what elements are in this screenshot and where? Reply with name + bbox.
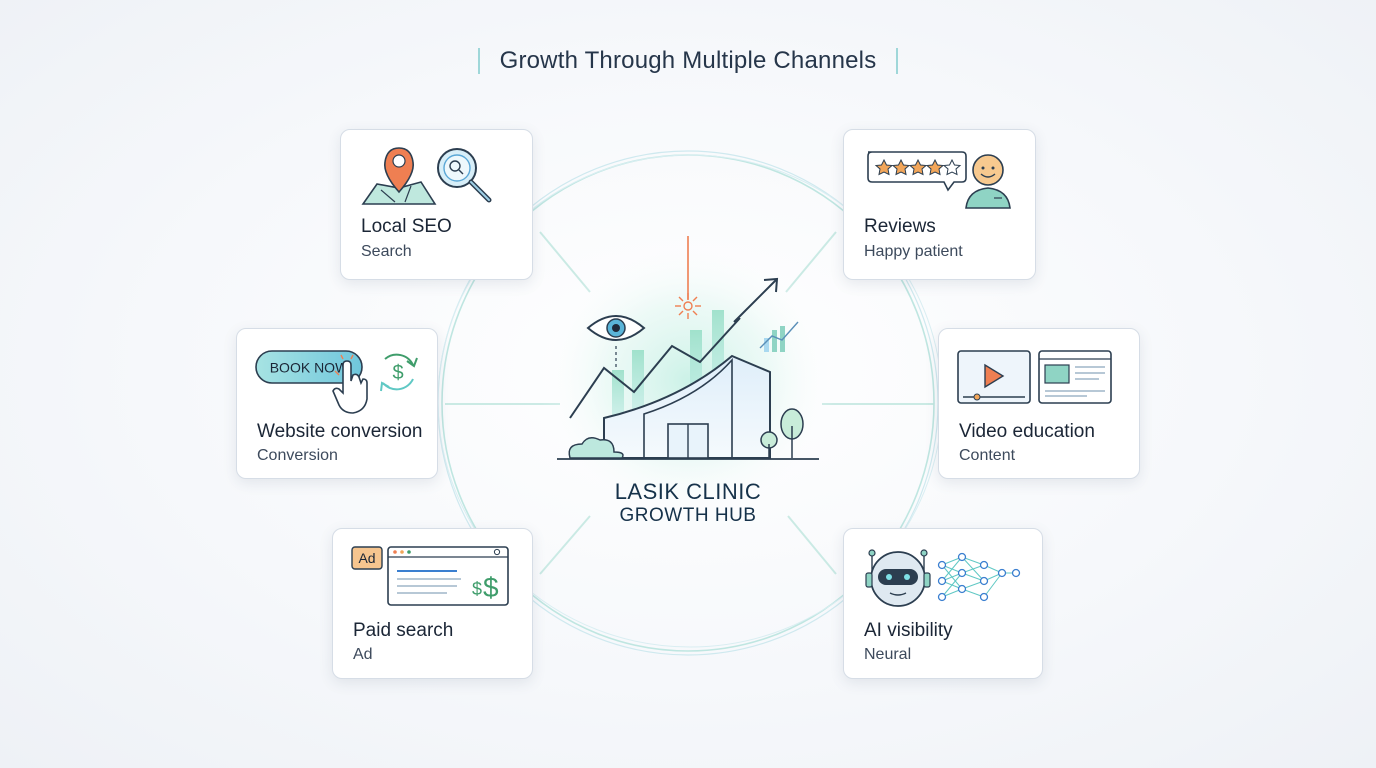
reviews-illustration bbox=[867, 151, 1011, 209]
tree-icon bbox=[760, 408, 804, 458]
channel-title: Paid search bbox=[353, 620, 454, 641]
channel-card-reviews[interactable]: Reviews Happy patient bbox=[843, 129, 1036, 280]
happy-patient-icon bbox=[965, 154, 1011, 209]
channel-subtitle: Happy patient bbox=[864, 243, 963, 260]
channel-subtitle: Neural bbox=[864, 646, 912, 663]
channel-subtitle: Content bbox=[959, 447, 1016, 464]
channel-card-ai-visibility[interactable]: AI visibility Neural bbox=[843, 528, 1043, 679]
channel-title: Local SEO bbox=[361, 216, 452, 237]
eye-icon bbox=[586, 315, 646, 370]
channel-subtitle: Conversion bbox=[257, 447, 338, 464]
dollar-icon: $ $ bbox=[472, 572, 499, 603]
channel-title: Video education bbox=[959, 421, 1095, 442]
map-pin-icon bbox=[383, 147, 415, 194]
magnifier-icon bbox=[437, 148, 492, 203]
channel-subtitle: Search bbox=[361, 243, 412, 260]
channel-card-website-conversion[interactable]: BOOK NOW $ Website conversion Conversion bbox=[236, 328, 438, 479]
clinic-building-illustration bbox=[557, 236, 819, 460]
title-accent-right bbox=[896, 48, 899, 74]
hub-subtitle: GROWTH HUB bbox=[619, 505, 757, 526]
title-area: Growth Through Multiple Channels bbox=[0, 44, 1376, 78]
video-education-illustration bbox=[957, 350, 1112, 404]
channel-title: AI visibility bbox=[864, 620, 953, 641]
local-seo-illustration bbox=[361, 147, 492, 205]
web-page-icon bbox=[1038, 350, 1112, 404]
page-title: Growth Through Multiple Channels bbox=[499, 47, 877, 74]
neural-network-icon bbox=[937, 552, 1021, 602]
bush-icon bbox=[568, 437, 624, 459]
svg-text:$: $ bbox=[392, 362, 403, 384]
ad-browser-icon bbox=[387, 546, 509, 606]
svg-text:$: $ bbox=[472, 579, 482, 599]
channel-card-paid-search[interactable]: Ad $ $ Paid search Ad bbox=[332, 528, 533, 679]
channel-card-local-seo[interactable]: Local SEO Search bbox=[340, 129, 533, 280]
hub-title: LASIK CLINIC bbox=[614, 479, 762, 504]
channel-subtitle: Ad bbox=[353, 646, 373, 663]
book-now-button: BOOK NOW bbox=[255, 350, 363, 384]
channel-title: Website conversion bbox=[257, 421, 423, 442]
laser-spark-icon bbox=[675, 293, 701, 319]
title-accent-left bbox=[477, 48, 480, 74]
channel-card-video-education[interactable]: Video education Content bbox=[938, 328, 1140, 479]
video-player-icon bbox=[957, 350, 1031, 404]
robot-icon bbox=[865, 549, 931, 607]
star-rating-icon bbox=[867, 151, 967, 192]
website-conversion-illustration: BOOK NOW $ bbox=[255, 350, 418, 414]
dollar-cycle-icon: $ bbox=[380, 353, 418, 392]
paid-search-illustration: Ad $ $ bbox=[351, 546, 509, 606]
channel-title: Reviews bbox=[864, 216, 936, 237]
mini-chart-icon bbox=[759, 321, 799, 352]
growth-line bbox=[569, 317, 741, 419]
ad-badge: Ad bbox=[351, 546, 383, 570]
svg-text:$: $ bbox=[483, 572, 499, 603]
ad-badge-label: Ad bbox=[358, 550, 375, 566]
ai-visibility-illustration bbox=[865, 549, 1021, 607]
pointer-hand-icon bbox=[332, 354, 368, 414]
book-now-label: BOOK NOW bbox=[270, 360, 349, 376]
